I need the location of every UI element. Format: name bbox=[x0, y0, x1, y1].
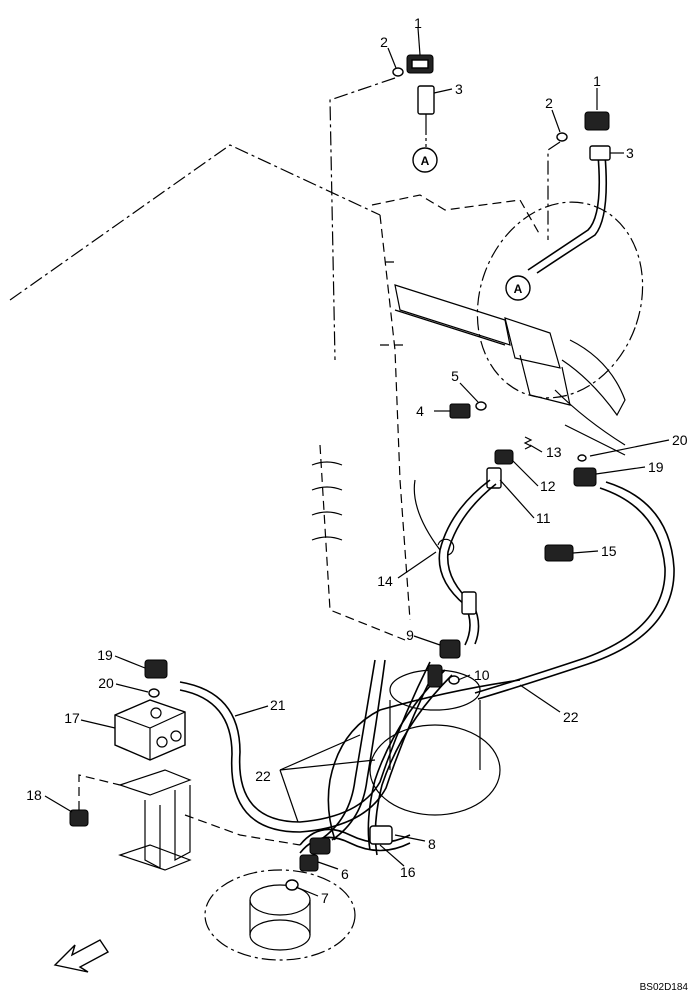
mounting-bracket bbox=[118, 769, 192, 796]
valve-block-group bbox=[69, 659, 192, 871]
fitting-6 bbox=[299, 854, 319, 872]
bolt-18 bbox=[69, 809, 89, 827]
label-part-19-left: 19 bbox=[97, 647, 113, 663]
label-part-19-right: 19 bbox=[648, 459, 664, 475]
label-part-3-right: 3 bbox=[626, 145, 634, 161]
bolt-15 bbox=[544, 544, 574, 562]
label-part-8: 8 bbox=[428, 836, 436, 852]
swing-bearing bbox=[204, 669, 501, 961]
callout-a-top: A bbox=[412, 147, 438, 173]
label-part-18: 18 bbox=[26, 787, 42, 803]
label-part-9: 9 bbox=[406, 627, 414, 643]
callout-a-label: A bbox=[421, 154, 430, 168]
clamp-14-bolt-15 bbox=[413, 479, 574, 688]
label-part-12: 12 bbox=[540, 478, 556, 494]
label-part-7: 7 bbox=[321, 890, 329, 906]
label-part-10: 10 bbox=[474, 667, 490, 683]
o-ring-20-left bbox=[148, 688, 160, 698]
label-part-2: 2 bbox=[380, 34, 388, 50]
label-part-21: 21 bbox=[270, 697, 286, 713]
tee-fitting-19 bbox=[573, 467, 597, 487]
label-part-4: 4 bbox=[416, 403, 424, 419]
label-part-20-left: 20 bbox=[98, 675, 114, 691]
elbow-fitting-1b bbox=[584, 111, 610, 131]
label-part-16: 16 bbox=[400, 864, 416, 880]
o-ring-10 bbox=[448, 675, 460, 685]
label-part-3: 3 bbox=[455, 81, 463, 97]
spring-13 bbox=[523, 436, 533, 450]
label-part-2-right: 2 bbox=[545, 95, 553, 111]
bottom-fittings bbox=[285, 825, 393, 891]
fitting-19-left bbox=[144, 659, 168, 679]
label-part-5: 5 bbox=[451, 368, 459, 384]
adapter-16 bbox=[369, 825, 393, 845]
clamp-14 bbox=[437, 538, 455, 556]
drawing-code: BS02D184 bbox=[640, 982, 689, 993]
o-ring-7 bbox=[285, 879, 299, 891]
label-part-14: 14 bbox=[377, 573, 393, 589]
label-part-20-right: 20 bbox=[672, 432, 688, 448]
label-part-22-left: 22 bbox=[255, 768, 271, 784]
o-ring-2 bbox=[392, 67, 404, 77]
adapter-3b bbox=[589, 145, 611, 161]
fittings-19-20-right bbox=[573, 454, 597, 487]
label-part-22-right: 22 bbox=[563, 709, 579, 725]
fitting-9 bbox=[439, 639, 461, 659]
part-number-labels: 1 2 3 1 2 3 4 5 13 20 19 12 11 15 14 9 1… bbox=[26, 15, 688, 906]
leader-lines bbox=[44, 27, 670, 897]
label-part-6: 6 bbox=[341, 866, 349, 882]
label-part-17: 17 bbox=[64, 710, 80, 726]
fittings-11-12-13 bbox=[486, 436, 533, 489]
hoses bbox=[179, 479, 675, 856]
fitting-group-top-left bbox=[329, 54, 435, 361]
fitting-12 bbox=[494, 449, 514, 465]
o-ring-2b bbox=[556, 132, 568, 142]
callout-a-label-2: A bbox=[514, 282, 523, 296]
label-part-13: 13 bbox=[546, 444, 562, 460]
pump-detail bbox=[394, 154, 644, 456]
adapter-11 bbox=[486, 467, 502, 489]
label-part-1: 1 bbox=[414, 15, 422, 31]
label-part-15: 15 bbox=[601, 543, 617, 559]
o-ring-20 bbox=[577, 454, 587, 462]
o-ring-5 bbox=[475, 401, 487, 411]
callout-a-pump: A bbox=[505, 275, 531, 301]
label-part-11: 11 bbox=[536, 510, 551, 526]
plug-4-and-ring-5 bbox=[449, 401, 487, 419]
machine-outline bbox=[9, 144, 541, 641]
adapter-3 bbox=[417, 85, 435, 115]
label-part-1-right: 1 bbox=[593, 73, 601, 89]
plug-4 bbox=[449, 403, 471, 419]
direction-arrow bbox=[53, 939, 110, 973]
fitting-group-top-right bbox=[547, 111, 611, 240]
